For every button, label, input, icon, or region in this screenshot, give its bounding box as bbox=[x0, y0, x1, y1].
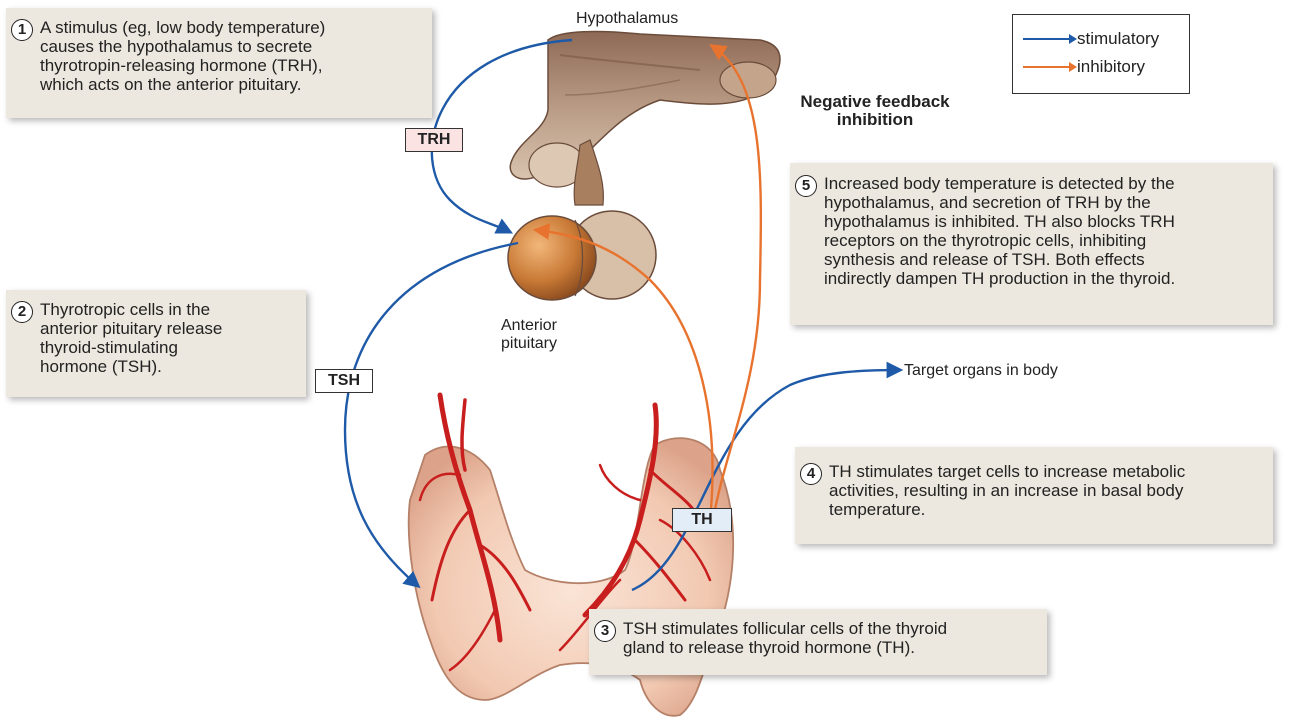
th-tag: TH bbox=[672, 508, 732, 532]
step-4-box: 4 TH stimulates target cells to increase… bbox=[795, 447, 1273, 544]
step-1-text: A stimulus (eg, low body temperature) ca… bbox=[40, 18, 325, 94]
anterior-pituitary-shape bbox=[508, 211, 656, 300]
step-5-text: Increased body temperature is detected b… bbox=[824, 174, 1175, 288]
legend-stimulatory-label: stimulatory bbox=[1077, 29, 1159, 49]
step-2-number: 2 bbox=[11, 301, 33, 323]
step-5-number: 5 bbox=[795, 175, 817, 197]
inhibitory-arrow-icon bbox=[1023, 66, 1075, 68]
negative-feedback-label: Negative feedback inhibition bbox=[770, 93, 980, 129]
step-1-number: 1 bbox=[11, 19, 33, 41]
step-2-text: Thyrotropic cells in the anterior pituit… bbox=[40, 300, 222, 376]
legend-inhibitory-label: inhibitory bbox=[1077, 57, 1145, 77]
hypothalamus-label: Hypothalamus bbox=[572, 10, 682, 28]
step-1-box: 1 A stimulus (eg, low body temperature) … bbox=[6, 8, 432, 118]
hypothalamus-shape bbox=[510, 32, 780, 205]
tsh-tag: TSH bbox=[315, 369, 373, 393]
legend-inhibitory: inhibitory bbox=[1023, 56, 1145, 78]
step-3-number: 3 bbox=[594, 620, 616, 642]
step-3-text: TSH stimulates follicular cells of the t… bbox=[623, 619, 947, 657]
anterior-pituitary-label: Anterior pituitary bbox=[494, 317, 564, 353]
target-organs-label: Target organs in body bbox=[904, 362, 1058, 380]
step-5-box: 5 Increased body temperature is detected… bbox=[790, 163, 1273, 325]
step-4-number: 4 bbox=[800, 463, 822, 485]
step-4-text: TH stimulates target cells to increase m… bbox=[829, 462, 1185, 519]
step-3-box: 3 TSH stimulates follicular cells of the… bbox=[589, 609, 1047, 675]
feedback-to-hypothalamus-arrow bbox=[712, 46, 761, 520]
stimulatory-arrow-icon bbox=[1023, 38, 1075, 40]
trh-tag: TRH bbox=[405, 128, 463, 152]
step-2-box: 2 Thyrotropic cells in the anterior pitu… bbox=[6, 290, 306, 397]
legend-stimulatory: stimulatory bbox=[1023, 28, 1159, 50]
legend: stimulatory inhibitory bbox=[1012, 14, 1190, 94]
